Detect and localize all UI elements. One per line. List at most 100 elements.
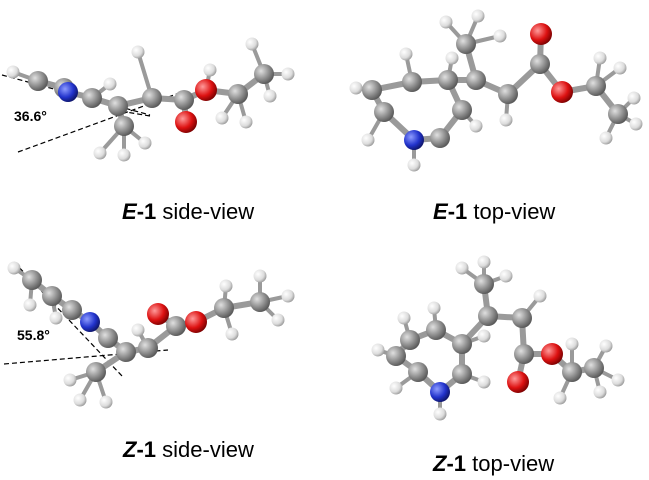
hydrogen-atom	[73, 393, 87, 407]
compound-number: 1	[455, 199, 468, 224]
carbon-atom	[142, 88, 162, 108]
hydrogen-atom	[469, 119, 483, 133]
hydrogen-atom	[271, 313, 285, 327]
oxygen-atom	[147, 303, 169, 325]
e1-dihedral-angle-label: 36.6°	[14, 108, 47, 124]
hydrogen-atom	[533, 289, 547, 303]
hydrogen-atom	[427, 301, 441, 315]
hydrogen-atom	[565, 337, 579, 351]
hydrogen-atom	[203, 63, 217, 77]
hydrogen-atom	[281, 67, 295, 81]
isomer-letter: Z	[433, 451, 447, 476]
isomer-letter: E	[433, 199, 448, 224]
hydrogen-atom	[63, 373, 77, 387]
hydrogen-atom	[593, 385, 607, 399]
carbon-atom	[562, 362, 582, 382]
carbon-atom	[498, 84, 518, 104]
carbon-atom	[452, 334, 472, 354]
carbon-atom	[514, 344, 534, 364]
carbon-atom	[586, 76, 606, 96]
hydrogen-atom	[455, 261, 469, 275]
hydrogen-atom	[263, 89, 277, 103]
carbon-atom	[228, 84, 248, 104]
hydrogen-atom	[593, 51, 607, 65]
hydrogen-atom	[131, 45, 145, 59]
carbon-atom	[28, 71, 48, 91]
hydrogen-atom	[215, 111, 229, 125]
hydrogen-atom	[23, 298, 37, 312]
hydrogen-atom	[613, 61, 627, 75]
isomer-letter: Z	[123, 437, 137, 462]
hydrogen-atom	[389, 381, 403, 395]
hydrogen-atom	[99, 395, 113, 409]
carbon-atom	[530, 54, 550, 74]
oxygen-atom	[175, 111, 197, 133]
dashed-reference-line	[125, 111, 151, 117]
oxygen-atom	[541, 343, 563, 365]
hydrogen-atom	[611, 373, 625, 387]
hydrogen-atom	[361, 133, 375, 147]
carbon-atom	[166, 316, 186, 336]
hydrogen-atom	[599, 339, 613, 353]
carbon-atom	[116, 342, 136, 362]
hydrogen-atom	[627, 91, 641, 105]
oxygen-atom	[185, 311, 207, 333]
oxygen-atom	[551, 81, 573, 103]
carbon-atom	[62, 300, 82, 320]
hydrogen-atom	[131, 323, 145, 337]
hydrogen-atom	[49, 311, 63, 325]
hydrogen-atom	[445, 51, 459, 65]
carbon-atom	[22, 270, 42, 290]
carbon-atom	[452, 364, 472, 384]
oxygen-atom	[195, 79, 217, 101]
view-label: side-view	[162, 437, 254, 462]
carbon-atom	[214, 298, 234, 318]
hydrogen-atom	[433, 407, 447, 421]
e1-side-view-caption: E-1 side-view	[122, 199, 255, 224]
hydrogen-atom	[253, 269, 267, 283]
carbon-atom	[408, 362, 428, 382]
hydrogen-atom	[439, 15, 453, 29]
hydrogen-atom	[281, 289, 295, 303]
view-label: top-view	[472, 451, 555, 476]
carbon-atom	[452, 100, 472, 120]
hydrogen-atom	[553, 391, 567, 405]
hydrogen-atom	[477, 375, 491, 389]
oxygen-atom	[530, 23, 552, 45]
nitrogen-atom	[80, 312, 100, 332]
z1-dihedral-angle-label: 55.8°	[17, 327, 50, 343]
carbon-atom	[42, 286, 62, 306]
carbon-atom	[400, 330, 420, 350]
hydrogen-atom	[239, 115, 253, 129]
hydrogen-atom	[117, 148, 131, 162]
carbon-atom	[466, 70, 486, 90]
hydrogen-atom	[599, 131, 613, 145]
carbon-atom	[386, 346, 406, 366]
carbon-atom	[430, 128, 450, 148]
carbon-atom	[86, 362, 106, 382]
z1-top-view-caption: Z-1 top-view	[433, 451, 555, 476]
carbon-atom	[174, 90, 194, 110]
view-label: side-view	[162, 199, 255, 224]
hydrogen-atom	[371, 343, 385, 357]
hydrogen-atom	[499, 269, 513, 283]
carbon-atom	[474, 274, 494, 294]
hydrogen-atom	[93, 146, 107, 160]
carbon-atom	[82, 88, 102, 108]
nitrogen-atom	[430, 382, 450, 402]
carbon-atom	[98, 328, 118, 348]
carbon-atom	[608, 104, 628, 124]
hydrogen-atom	[477, 255, 491, 269]
hydrogen-atom	[225, 327, 239, 341]
nitrogen-atom	[58, 82, 78, 102]
hydrogen-atom	[138, 136, 152, 150]
carbon-atom	[108, 96, 128, 116]
carbon-atom	[114, 116, 134, 136]
hydrogen-atom	[6, 65, 20, 79]
hydrogen-atom	[407, 158, 421, 172]
hydrogen-atom	[7, 261, 21, 275]
carbon-atom	[512, 308, 532, 328]
hydrogen-atom	[349, 81, 363, 95]
